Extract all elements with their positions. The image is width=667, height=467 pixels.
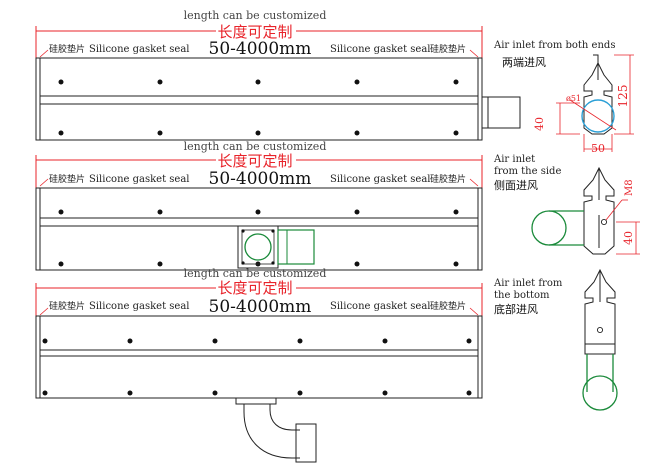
length-range-label: 50-4000mm (209, 297, 312, 317)
side-pipe (531, 210, 584, 246)
seal-en-left: Silicone gasket seal (89, 44, 189, 55)
end-inlet-pipe (481, 96, 521, 129)
length-customized-label: length can be customized (184, 9, 327, 22)
seal-en-left: Silicone gasket seal (89, 174, 189, 185)
air-inlet-label-cn: 底部进风 (494, 302, 538, 316)
air-inlet-label-en: Air inlet from both ends (493, 40, 615, 51)
air-inlet-label-en: Air inlet from (493, 278, 563, 289)
air-inlet-label-cn: 两端进风 (502, 56, 546, 69)
seal-en-left: Silicone gasket seal (89, 301, 189, 312)
air-knife-body (35, 57, 483, 141)
seal-arrows (39, 49, 479, 58)
length-range-label: 50-4000mm (209, 169, 312, 189)
end-profile-view: ø51 125 40 50 (533, 54, 634, 155)
seal-cn-right: 硅胶垫片 (430, 173, 466, 185)
outlet-height-label: 40 (533, 117, 546, 131)
bottom-pipe (582, 354, 618, 411)
seal-en-right: Silicone gasket seal (330, 44, 430, 55)
seal-cn-left: 硅胶垫片 (49, 173, 85, 185)
width-label: 50 (591, 142, 605, 155)
section-bottom: length can be customized 长度可定制 硅胶垫片 Sili… (35, 267, 618, 463)
section-both-ends: length can be customized 长度可定制 硅胶垫片 Sili… (35, 9, 634, 155)
seal-en-right: Silicone gasket seal (330, 174, 430, 185)
seal-cn-left: 硅胶垫片 (49, 300, 85, 312)
seal-cn-left: 硅胶垫片 (49, 43, 85, 55)
pipe-diameter-dimension (569, 99, 617, 131)
bottom-inlet-elbow (235, 397, 317, 463)
air-knife-body (35, 187, 483, 271)
length-customized-label: length can be customized (184, 267, 327, 280)
air-inlet-label-cn: 侧面进风 (494, 179, 538, 192)
bottom-profile-view (582, 268, 618, 411)
seal-cn-right: 硅胶垫片 (430, 300, 466, 312)
length-customized-cn-label: 长度可定制 (217, 152, 292, 170)
bolt-holes-row (42, 338, 472, 396)
height-label: 125 (616, 85, 630, 108)
side-height-label: 40 (622, 231, 635, 245)
length-range-label: 50-4000mm (209, 39, 312, 59)
height-dimension (556, 54, 634, 152)
length-dimension-line (35, 283, 483, 318)
side-profile-view: M8 40 (531, 166, 640, 255)
length-customized-cn-label: 长度可定制 (217, 279, 292, 297)
length-dimension-line (35, 26, 483, 60)
pipe-diameter-label: ø51 (566, 94, 581, 103)
m8-dimension (605, 199, 640, 255)
air-inlet-label-en: Air inlet (493, 154, 535, 165)
side-inlet-flange (237, 225, 315, 269)
air-inlet-label-en-2: from the side (494, 166, 561, 177)
inlet-circle (581, 99, 615, 133)
screw-label: M8 (624, 179, 635, 196)
seal-cn-right: 硅胶垫片 (430, 43, 466, 55)
bolt-holes-row (58, 79, 459, 136)
seal-arrows (39, 307, 479, 316)
seal-en-right: Silicone gasket seal (330, 301, 430, 312)
seal-arrows (39, 178, 479, 187)
air-inlet-label-en-2: the bottom (494, 290, 550, 301)
section-side: length can be customized 长度可定制 硅胶垫片 Sili… (35, 140, 640, 271)
air-knife-body (35, 315, 483, 399)
length-customized-label: length can be customized (184, 140, 327, 153)
bolt-holes-row (58, 209, 459, 267)
length-customized-cn-label: 长度可定制 (217, 23, 292, 41)
length-dimension-line (35, 155, 483, 188)
